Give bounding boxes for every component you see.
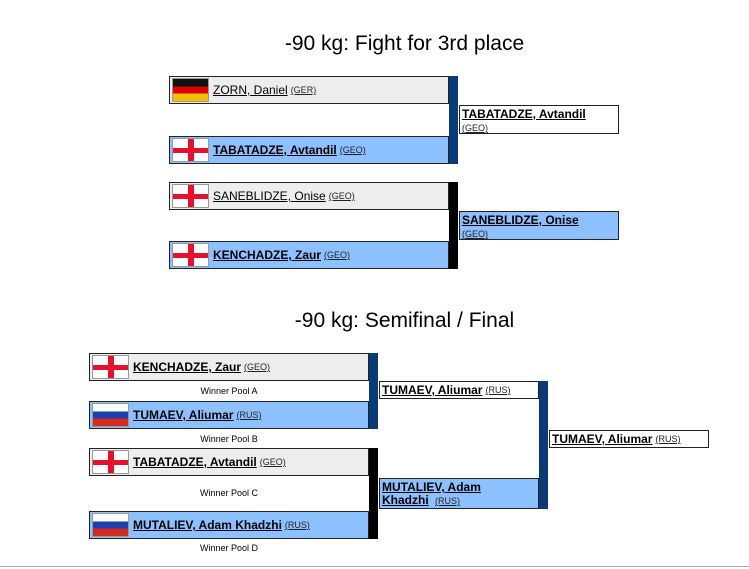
athlete-link[interactable]: TUMAEV, Aliumar xyxy=(133,408,234,422)
country-link[interactable]: (GEO) xyxy=(462,123,488,133)
page-divider xyxy=(0,566,749,567)
athlete-link[interactable]: MUTALIEV, Adam Khadzhi xyxy=(133,518,282,532)
country-link[interactable]: (GEO) xyxy=(259,457,286,467)
country-link[interactable]: (RUS) xyxy=(435,496,461,506)
bronze2-winner: SANEBLIDZE, Onise (GEO) xyxy=(459,211,619,240)
bronze1-winner: TABATADZE, Avtandil (GEO) xyxy=(459,105,619,134)
athlete-link[interactable]: Khadzhi xyxy=(382,493,429,507)
pool-label: Winner Pool C xyxy=(199,488,259,498)
country-link[interactable]: (RUS) xyxy=(236,410,262,420)
bracket-connector xyxy=(449,182,458,269)
country-link[interactable]: (GEO) xyxy=(462,229,488,239)
georgia-flag-icon xyxy=(92,355,129,379)
country-link[interactable]: (GEO) xyxy=(328,191,355,201)
bronze-title: -90 kg: Fight for 3rd place xyxy=(284,32,525,55)
champion-entry: TUMAEV, Aliumar (RUS) xyxy=(549,430,709,448)
country-link[interactable]: (RUS) xyxy=(655,434,681,444)
athlete-link[interactable]: TABATADZE, Avtandil xyxy=(462,107,586,121)
semi2-top-entry: TABATADZE, Avtandil (GEO) xyxy=(89,448,369,476)
bronze2-top-entry: SANEBLIDZE, Onise (GEO) xyxy=(169,182,449,210)
semi2-winner: MUTALIEV, Adam Khadzhi (RUS) xyxy=(379,478,539,509)
athlete-link[interactable]: KENCHADZE, Zaur xyxy=(133,360,242,374)
bracket-connector xyxy=(539,381,548,509)
bracket-connector xyxy=(369,448,378,539)
bronze2-bottom-entry: KENCHADZE, Zaur (GEO) xyxy=(169,241,449,269)
semi1-winner: TUMAEV, Aliumar (RUS) xyxy=(379,381,539,399)
georgia-flag-icon xyxy=(172,243,209,267)
athlete-link[interactable]: TABATADZE, Avtandil xyxy=(213,143,337,157)
final-title: -90 kg: Semifinal / Final xyxy=(294,309,515,332)
athlete-link[interactable]: TUMAEV, Aliumar xyxy=(382,383,483,397)
georgia-flag-icon xyxy=(172,184,209,208)
georgia-flag-icon xyxy=(172,138,209,162)
athlete-link[interactable]: KENCHADZE, Zaur xyxy=(213,248,322,262)
georgia-flag-icon xyxy=(92,450,129,474)
athlete-link[interactable]: SANEBLIDZE, Onise xyxy=(462,213,579,227)
athlete-link[interactable]: SANEBLIDZE, Onise xyxy=(213,189,326,203)
pool-label: Winner Pool B xyxy=(200,434,258,444)
semi2-bottom-entry: MUTALIEV, Adam Khadzhi (RUS) xyxy=(89,511,369,539)
germany-flag-icon xyxy=(172,78,209,102)
pool-label: Winner Pool D xyxy=(199,543,259,553)
bracket-connector xyxy=(369,353,378,429)
bronze1-bottom-entry: TABATADZE, Avtandil (GEO) xyxy=(169,136,449,164)
athlete-link[interactable]: MUTALIEV, Adam xyxy=(382,480,481,494)
bronze1-top-entry: ZORN, Daniel (GER) xyxy=(169,76,449,104)
russia-flag-icon xyxy=(92,513,129,537)
country-link[interactable]: (GEO) xyxy=(324,250,351,260)
country-link[interactable]: (GEO) xyxy=(244,362,271,372)
russia-flag-icon xyxy=(92,403,129,427)
country-link[interactable]: (RUS) xyxy=(485,385,511,395)
athlete-link[interactable]: ZORN, Daniel xyxy=(213,83,288,97)
country-link[interactable]: (GEO) xyxy=(339,145,366,155)
bracket-connector xyxy=(449,76,458,164)
country-link[interactable]: (RUS) xyxy=(284,520,310,530)
country-link[interactable]: (GER) xyxy=(290,85,317,95)
semi1-top-entry: KENCHADZE, Zaur (GEO) xyxy=(89,353,369,381)
semi1-bottom-entry: TUMAEV, Aliumar (RUS) xyxy=(89,401,369,429)
athlete-link[interactable]: TUMAEV, Aliumar xyxy=(552,432,653,446)
athlete-link[interactable]: TABATADZE, Avtandil xyxy=(133,455,257,469)
pool-label: Winner Pool A xyxy=(200,386,258,396)
